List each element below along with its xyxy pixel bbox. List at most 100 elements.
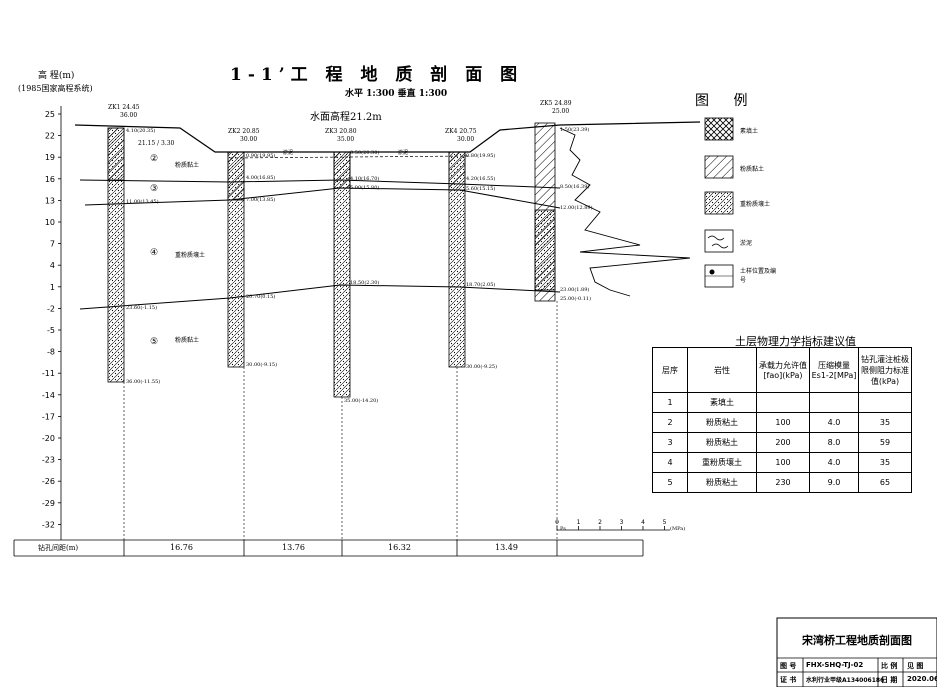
zk3-layer-label: 0.50(20.30): [350, 150, 380, 156]
legend-label: 土样位置及编号: [740, 268, 777, 284]
title-block-cell: FHX-SHQ-TJ-02: [806, 661, 864, 669]
table-cell: 35: [858, 412, 912, 433]
table-cell: [858, 392, 912, 413]
elevation-tick-label: -8: [47, 348, 55, 357]
title-block-cell: 2020.06: [907, 675, 937, 683]
zk1-layer-label: 36.00(-11.55): [126, 379, 161, 385]
title-block-cell: 图 号: [780, 662, 797, 670]
title-block-cell: 见 图: [907, 662, 924, 670]
zk2-layer-label: 0.90(19.95): [246, 153, 276, 159]
zk1-layer-label: 4.10(20.35): [126, 128, 156, 134]
drawing-scale: 水平 1:300 垂直 1:300: [345, 89, 448, 99]
table-cell: 100: [756, 452, 810, 473]
elevation-tick-label: 10: [45, 218, 55, 227]
cpt-tick-label: 0: [555, 519, 559, 526]
layer-name: 重粉质壤土: [175, 252, 206, 259]
cpt-tick-label: 2: [598, 519, 602, 526]
table-header: 岩性: [687, 347, 757, 393]
title-block-cell: 水利行业甲级A134006186: [806, 677, 885, 684]
layer-number: ④: [150, 248, 159, 258]
table-cell: 1: [652, 392, 688, 413]
table-cell: 粉质粘土: [687, 412, 757, 433]
legend-title: 图 例: [695, 93, 758, 109]
elevation-tick-label: 7: [50, 240, 55, 249]
table-cell: 重粉质壤土: [687, 452, 757, 473]
table-header: 钻孔灌注桩极限侧阻力标准值(kPa): [858, 347, 912, 393]
water-level-label: 水面高程21.2m: [310, 112, 382, 123]
zk2-layer-label: 7.00(13.85): [246, 197, 276, 203]
table-header: 承载力允许值[fao](kPa): [756, 347, 810, 393]
elevation-tick-label: 19: [45, 153, 55, 162]
cpt-tick-label: 3: [620, 519, 624, 526]
title-block-cell: 证 书: [780, 676, 797, 684]
table-cell: [756, 392, 810, 413]
zk5-layer-label: 23.00(1.89): [560, 287, 590, 293]
zk3-layer-label: 4.10(16.70): [350, 176, 380, 182]
zk3-layer-label: 18.50(2.30): [350, 280, 380, 286]
drawing-title: 1-1’工 程 地 质 剖 面 图: [230, 65, 524, 85]
zk5-layer-label: 25.00(-0.11): [560, 296, 592, 302]
elevation-tick-label: -23: [42, 456, 55, 465]
table-cell: 4.0: [809, 452, 859, 473]
zk1-layer-label: 23.60(-1.15): [126, 305, 158, 311]
table-cell: 4: [652, 452, 688, 473]
zk4-layer-label: 0.80(19.95): [466, 153, 496, 159]
table-cell: 4.0: [809, 412, 859, 433]
table-cell: 65: [858, 472, 912, 493]
spacing-value: 16.76: [170, 543, 193, 552]
spacing-value: 13.76: [282, 543, 305, 552]
zk5-layer-label: 8.50(16.39): [560, 184, 590, 190]
mud-label: 淤泥: [283, 150, 294, 156]
cpt-unit-mpa: (MPa): [670, 526, 686, 532]
spacing-value: 13.49: [495, 543, 518, 552]
zk4-layer-label: 4.20(16.55): [466, 176, 496, 182]
elevation-tick-label: 4: [50, 261, 55, 270]
cpt-tick-label: 1: [577, 519, 581, 526]
zk3-layer-label: 5.00(15.80): [350, 185, 380, 191]
elevation-tick-label: -11: [42, 369, 55, 378]
table-cell: 5: [652, 472, 688, 493]
spacing-label: 钻孔间距(m): [38, 544, 79, 552]
zk1-layer-label: 11.00(13.45): [126, 199, 159, 205]
zk2-layer-label: 4.00(16.85): [246, 175, 276, 181]
layer-number: ⑤: [150, 337, 159, 347]
table-cell: 200: [756, 432, 810, 453]
zk1-water-note: 21.15 / 3.30: [138, 140, 175, 147]
zk2-layer-label: 30.00(-9.15): [246, 362, 278, 368]
legend-label: 素填土: [740, 128, 759, 135]
zk4-layer-label: 18.70(2.05): [466, 282, 496, 288]
layer-number: ②: [150, 154, 159, 164]
table-header: 压缩模量Es1-2[MPa]: [809, 347, 859, 393]
table-cell: 粉质粘土: [687, 472, 757, 493]
elevation-tick-label: 16: [45, 175, 55, 184]
table-cell: 粉质粘土: [687, 432, 757, 453]
zk5-layer-label: 1.50(23.39): [560, 127, 590, 133]
elevation-tick-label: -20: [42, 434, 55, 443]
legend-label: 粉质黏土: [740, 166, 765, 173]
table-cell: 8.0: [809, 432, 859, 453]
cpt-tick-label: 4: [641, 519, 645, 526]
table-header: 层序: [652, 347, 688, 393]
title-block-cell: 日 期: [881, 676, 898, 684]
elevation-label: 高 程(m): [38, 71, 75, 81]
table-cell: 100: [756, 412, 810, 433]
table-cell: 230: [756, 472, 810, 493]
elevation-system: (1985国家高程系统): [18, 84, 93, 93]
layer-name: 粉质黏土: [175, 337, 200, 344]
cpt-unit: Ps: [560, 526, 566, 532]
zk4-layer-label: 30.00(-9.25): [466, 364, 498, 370]
table-cell: 2: [652, 412, 688, 433]
layer-name: 粉质黏土: [175, 162, 200, 169]
elevation-tick-label: -17: [42, 412, 55, 421]
